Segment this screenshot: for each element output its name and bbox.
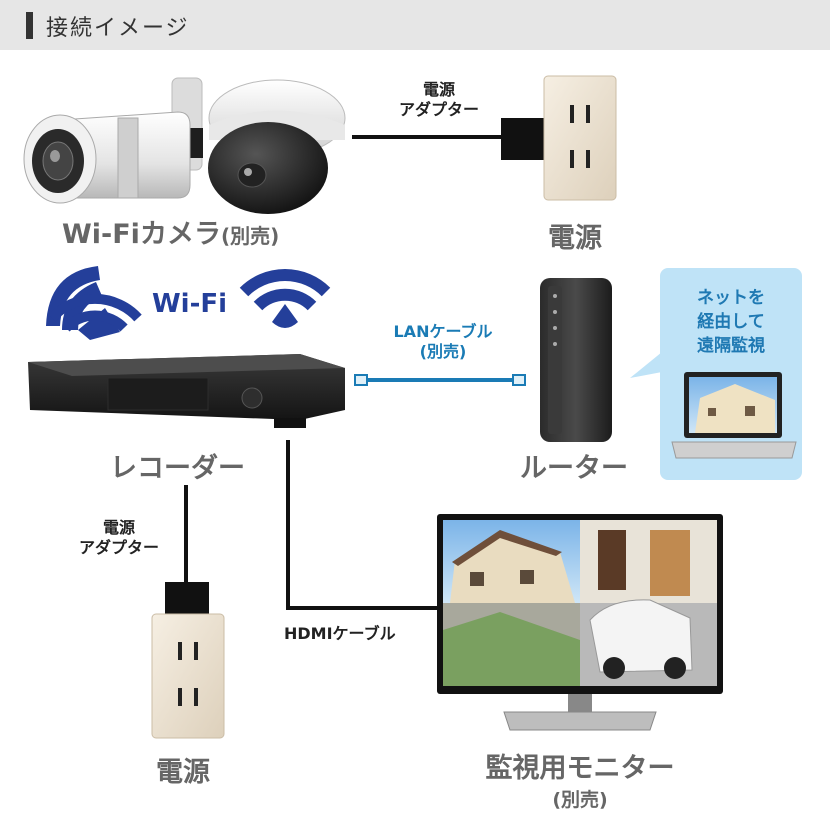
adapter-bottom-label: 電源 アダプター: [64, 518, 174, 558]
bullet-camera-icon: [23, 77, 203, 204]
header-title: 接続イメージ: [46, 16, 190, 41]
header-bar: 接続イメージ: [0, 0, 830, 50]
power-outlet-bottom-icon: [151, 613, 225, 739]
remote-line3: 遠隔監視: [697, 336, 765, 356]
adapter-bottom-line1: 電源: [102, 518, 135, 537]
wifi-right-icon: [239, 269, 331, 328]
lan-cable-icon: [354, 374, 526, 386]
hdmi-cable-label: HDMIケーブル: [284, 624, 396, 643]
wifi-left-arc-icon: [48, 293, 142, 332]
monitor-label: 監視用モニター: [485, 753, 675, 784]
power-outlet-top-icon: [543, 75, 617, 201]
laptop-icon: [671, 372, 797, 459]
lan-cable-line1: LANケーブル: [393, 322, 493, 341]
recorder-label: レコーダー: [110, 453, 245, 484]
bubble-pointer: [630, 352, 662, 378]
header-accent: [26, 12, 33, 39]
adapter-top-label: 電源 アダプター: [384, 80, 494, 120]
remote-line2: 経由して: [697, 312, 765, 332]
outlet-bottom-label: 電源: [156, 757, 210, 788]
remote-line1: ネットを: [697, 288, 765, 308]
outlet-top-label: 電源: [548, 223, 602, 254]
router-icon: [540, 278, 612, 442]
camera-note: (別売): [220, 224, 280, 248]
remote-monitoring-text: ネットを 経由して 遠隔監視: [660, 286, 802, 358]
hdmi-cable-line: [286, 440, 440, 610]
monitor-note: (別売): [552, 789, 608, 811]
lan-cable-label: LANケーブル (別売): [376, 322, 510, 362]
dome-camera-icon: [208, 79, 346, 214]
recorder-icon: [28, 354, 345, 428]
monitor-icon: [437, 514, 723, 731]
wifi-label: Wi-Fi: [152, 289, 228, 319]
adapter-bottom-line2: アダプター: [78, 538, 159, 557]
camera-label-text: Wi-Fiカメラ: [62, 219, 221, 250]
power-adapter-top-icon: [501, 118, 559, 160]
monitor-label-block: 監視用モニター (別売): [470, 746, 690, 812]
adapter-top-line1: 電源: [422, 80, 455, 99]
camera-label: Wi-Fiカメラ(別売): [62, 212, 279, 251]
lan-cable-line2: (別売): [419, 342, 467, 361]
router-label: ルーター: [520, 453, 628, 484]
adapter-top-line2: アダプター: [398, 100, 479, 119]
